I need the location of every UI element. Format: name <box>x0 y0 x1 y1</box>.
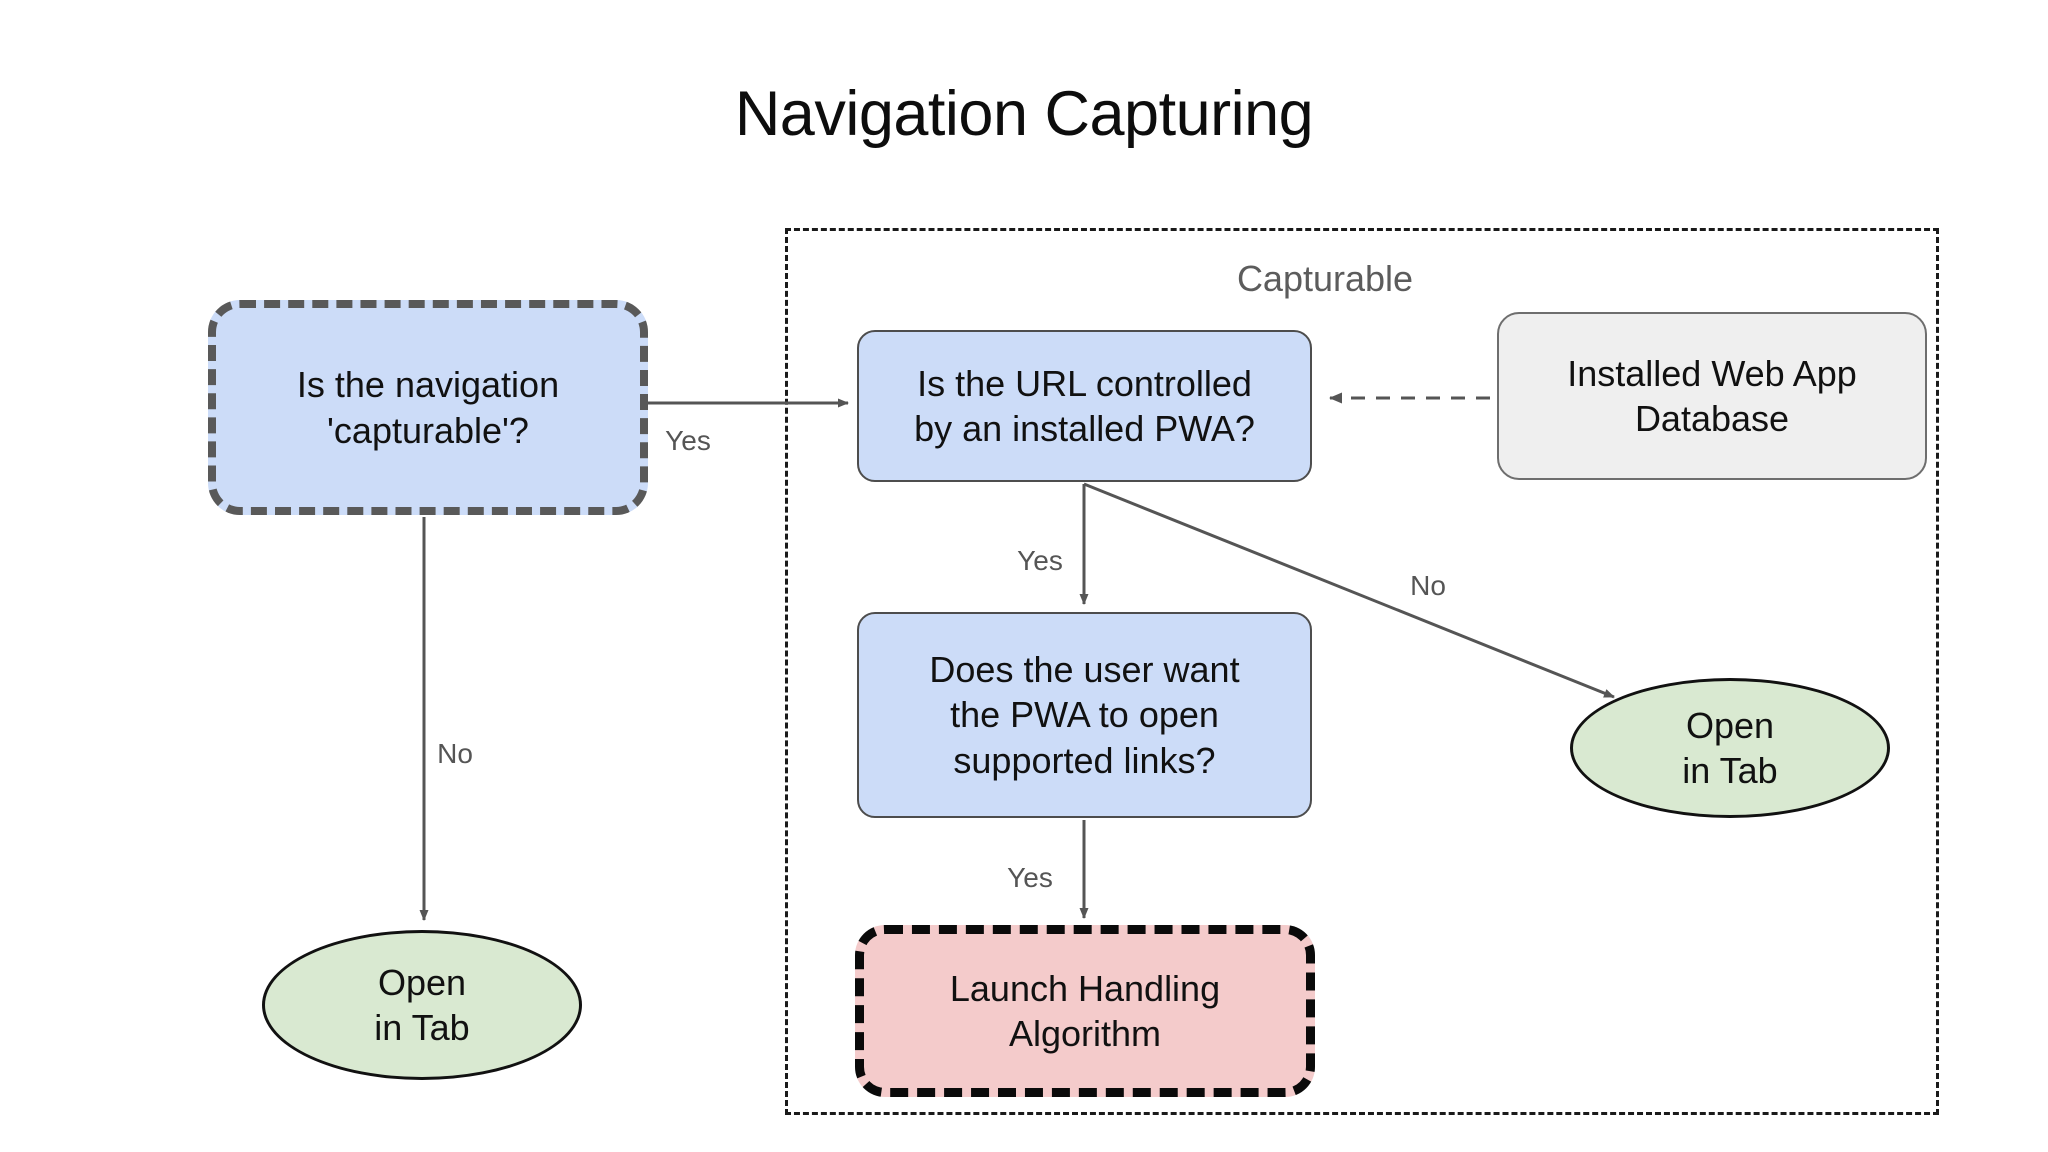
edge-label-url-no: No <box>1410 570 1446 601</box>
node-label: Is the navigation 'capturable'? <box>296 364 560 451</box>
node-label: Open in Tab <box>374 961 470 1048</box>
edge-label-capturable-no: No <box>437 738 473 769</box>
node-user-wants-pwa-question[interactable]: Does the user want the PWA to open suppo… <box>857 612 1312 818</box>
node-label: Launch Handling Algorithm <box>949 967 1221 1054</box>
node-label: Does the user want the PWA to open suppo… <box>929 648 1240 781</box>
capturable-group-container <box>785 228 1939 1115</box>
node-capturable-question[interactable]: Is the navigation 'capturable'? <box>208 300 648 515</box>
node-launch-handling-algorithm[interactable]: Launch Handling Algorithm <box>855 925 1315 1097</box>
node-open-in-tab-right[interactable]: Open in Tab <box>1570 678 1890 818</box>
edge-label-user-yes: Yes <box>1007 862 1053 893</box>
edge-label-url-yes: Yes <box>1017 545 1063 576</box>
edge-label-capturable-yes: Yes <box>665 425 711 456</box>
node-label: Installed Web App Database <box>1567 352 1857 439</box>
node-url-controlled-question[interactable]: Is the URL controlled by an installed PW… <box>857 330 1312 482</box>
node-open-in-tab-left[interactable]: Open in Tab <box>262 930 582 1080</box>
node-label: Is the URL controlled by an installed PW… <box>914 362 1255 449</box>
capturable-group-label: Capturable <box>1236 258 1414 299</box>
node-installed-web-app-database[interactable]: Installed Web App Database <box>1497 312 1927 480</box>
node-label: Open in Tab <box>1682 704 1778 791</box>
page-title: Navigation Capturing <box>734 79 1314 149</box>
